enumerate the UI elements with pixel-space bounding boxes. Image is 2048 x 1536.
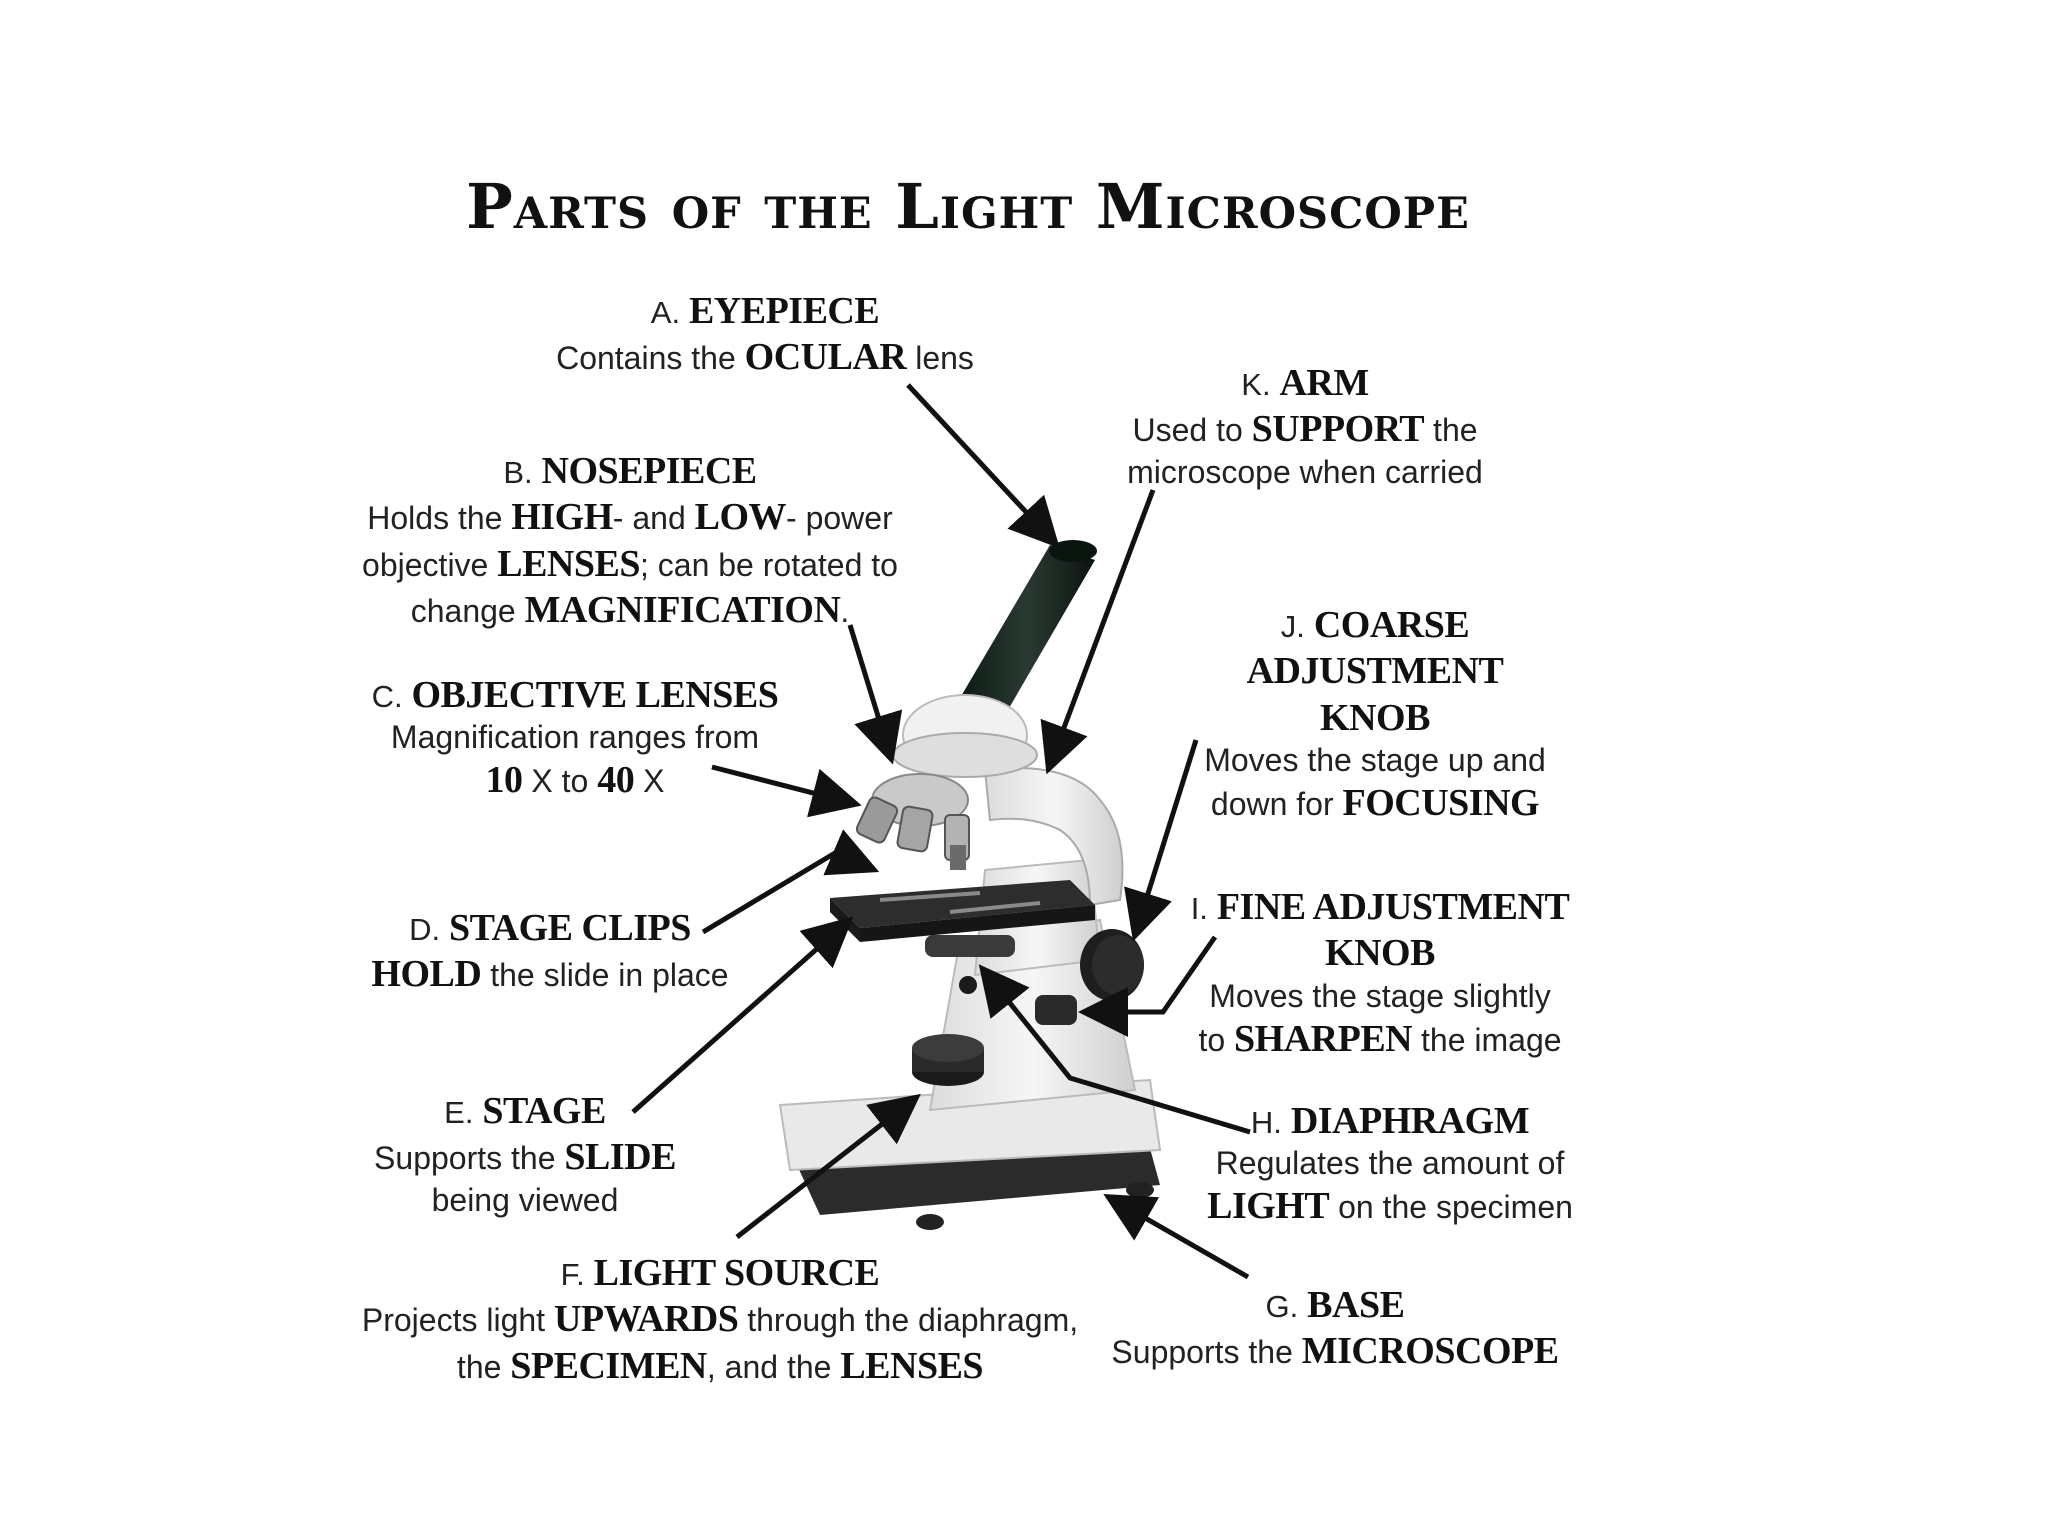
arrow-objective xyxy=(711,764,862,818)
coarse-knob-shape xyxy=(1080,929,1144,1001)
arrow-fine xyxy=(1078,935,1218,1037)
arrow-eyepiece xyxy=(906,383,1060,549)
pointer-arrows xyxy=(631,383,1251,1280)
label-stage: E. STAGE Supports the SLIDE being viewed xyxy=(374,1090,676,1218)
arrow-diaphragm xyxy=(978,964,1251,1135)
fine-knob-shape xyxy=(1035,995,1077,1025)
label-diaphragm: H. DIAPHRAGM Regulates the amount of LIG… xyxy=(1207,1100,1573,1228)
microscope-illustration xyxy=(778,540,1162,1230)
label-arm: K. ARM Used to SUPPORT the microscope wh… xyxy=(1127,362,1483,490)
arrow-stage-clips xyxy=(701,829,880,935)
arrow-nosepiece xyxy=(847,624,903,765)
head-shape xyxy=(892,694,1038,778)
label-eyepiece: A. EYEPIECE Contains the OCULAR lens xyxy=(556,290,974,379)
label-nosepiece: B. NOSEPIECE Holds the HIGH- and LOW- po… xyxy=(362,450,898,632)
label-coarse-adjustment: J. COARSE ADJUSTMENT KNOB Moves the stag… xyxy=(1204,604,1546,825)
arrow-base xyxy=(1103,1194,1250,1280)
arm-shape xyxy=(983,767,1124,907)
label-light-source: F. LIGHT SOURCE Projects light UPWARDS t… xyxy=(361,1252,1079,1387)
arrow-light-source xyxy=(735,1093,921,1239)
page-title: Parts of the Light Microscope xyxy=(466,170,1470,243)
eyepiece-tube-shape xyxy=(960,540,1097,715)
light-source-shape xyxy=(912,1034,984,1086)
arrow-arm xyxy=(1040,489,1156,775)
objectives-shape xyxy=(855,773,970,870)
label-fine-adjustment: I. FINE ADJUSTMENT KNOB Moves the stage … xyxy=(1190,886,1570,1060)
diaphragm-shape xyxy=(959,976,977,994)
label-objective-lenses: C. OBJECTIVE LENSES Magnification ranges… xyxy=(371,674,779,802)
arrow-coarse xyxy=(1124,739,1199,942)
arrow-stage xyxy=(631,916,854,1114)
label-stage-clips: D. STAGE CLIPS HOLD the slide in place xyxy=(371,907,729,996)
label-base: G. BASE Supports the MICROSCOPE xyxy=(1111,1284,1559,1373)
